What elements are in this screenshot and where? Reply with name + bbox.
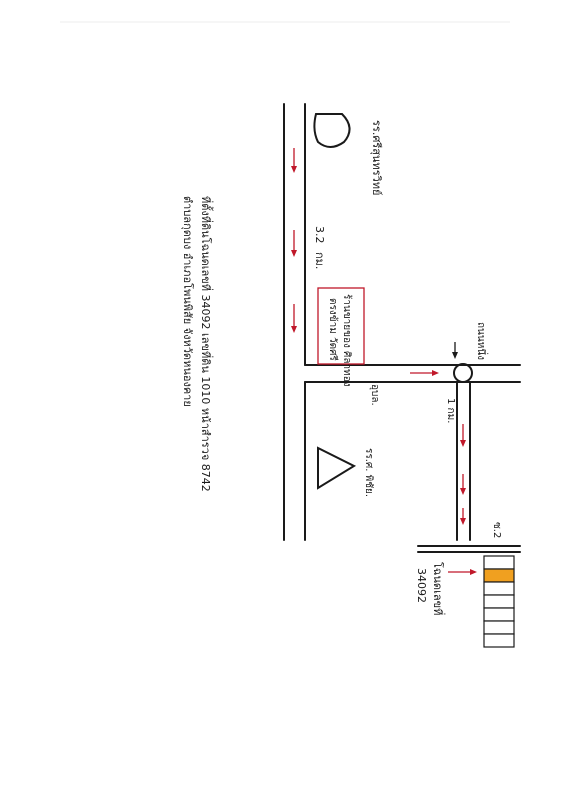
school-shield-icon (313, 113, 351, 148)
route-arrows-main (291, 148, 297, 333)
label-plot-line1: โฉนดเลขที่ (431, 562, 446, 615)
map-title-line2: ตำบลกุดบง อำเภอโพนพิสัย จังหวัดหนองคาย (181, 196, 195, 407)
label-temple-short: อุบล. (369, 384, 380, 406)
junction-arrow (452, 342, 458, 359)
plot-cell (483, 581, 515, 596)
label-school-triangle: รร.ศ. พิชัย. (363, 448, 374, 497)
plot-grid (483, 555, 515, 648)
label-shop-line2: ตรงข้าม วัดศรี (327, 298, 339, 361)
label-junction-road: ถนนหนึ่ง (475, 322, 489, 360)
route-arrows-branch (460, 424, 466, 525)
label-plot-line2: 34092 (415, 568, 428, 603)
route-arrow-side (410, 370, 439, 376)
plot-cell (483, 555, 515, 570)
plot-cell (483, 607, 515, 622)
plot-cell (483, 633, 515, 648)
label-road-code: ซ.2 (491, 522, 502, 538)
plot-cell (483, 594, 515, 609)
plot-cell (483, 620, 515, 635)
plot-cell-highlighted (483, 568, 515, 583)
label-distance-1: 1 กม. (445, 398, 456, 423)
landmark-triangle-icon (317, 446, 357, 490)
label-distance-3-2: 3.2 (313, 226, 326, 244)
label-shop-line1: ร้านขายของ ศิลาทอง (341, 294, 353, 387)
roundabout (453, 363, 473, 383)
map-title-line1: ที่ตั้งที่ดินโฉนดเลขที่ 34092 เลขที่ดิน … (199, 196, 214, 492)
plot-pointer-arrow (448, 569, 477, 575)
shop-box (317, 287, 365, 365)
label-school-top: รร.ศรีสุนทรวิทย์ (370, 120, 383, 195)
label-unit-km: กม. (313, 252, 326, 269)
